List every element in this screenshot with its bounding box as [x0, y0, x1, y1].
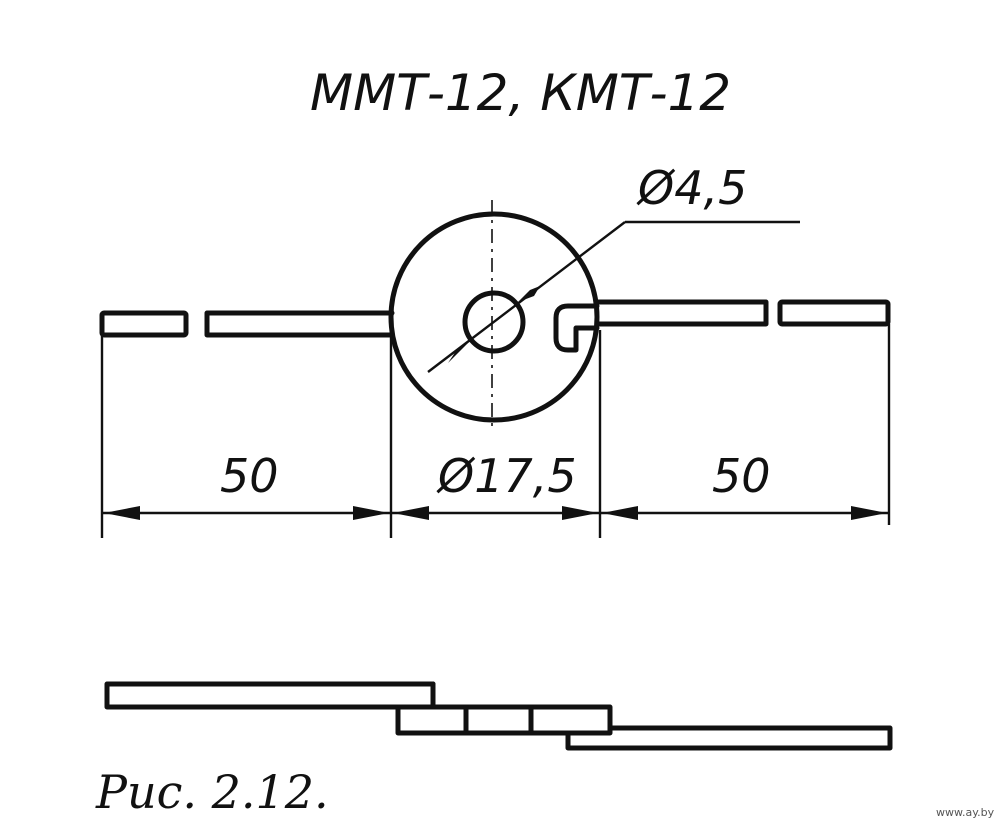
drawing-title: ММТ-12, КМТ-12 [310, 64, 731, 122]
mounting-hole [462, 290, 526, 354]
top-view: Ø4,5 [99, 161, 891, 432]
dimension-lines [100, 324, 891, 538]
left-lead [99, 310, 395, 338]
watermark: www.ay.by [936, 806, 995, 819]
disc-body [388, 211, 600, 423]
hole-diameter-label: Ø4,5 [636, 161, 747, 215]
hole-dimension-leader [427, 220, 800, 373]
left-length-label: 50 [220, 449, 279, 503]
side-view [104, 681, 893, 751]
right-lead [594, 299, 891, 327]
disc-diameter-label: Ø17,5 [436, 449, 577, 503]
right-length-label: 50 [712, 449, 771, 503]
figure-caption: Рис. 2.12. [95, 765, 329, 819]
lead-hook [553, 303, 600, 353]
